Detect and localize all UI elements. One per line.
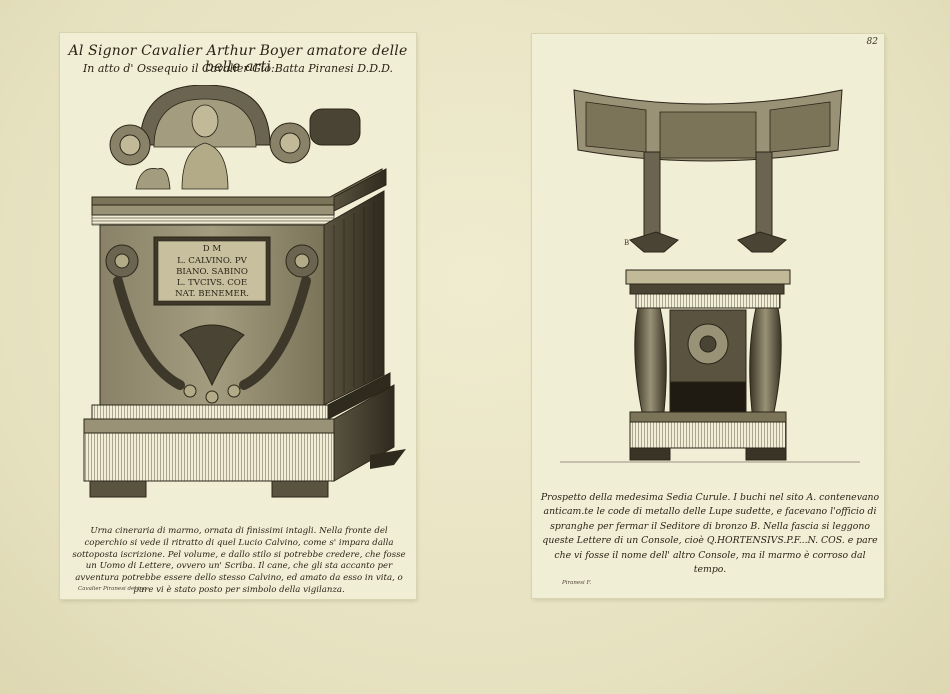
inscription-line-5: NAT. BENEMER. bbox=[175, 289, 249, 299]
dedication-line-2: In atto d' Ossequio il Cavalier Gio:Batt… bbox=[82, 62, 394, 75]
inscription-line-3: BIANO. SABINO bbox=[176, 267, 248, 277]
dedication-line-1: Al Signor Cavalier Arthur Boyer amatore … bbox=[68, 43, 408, 75]
right-plate-caption: Prospetto della medesima Sedia Curule. I… bbox=[540, 492, 880, 576]
right-plate: 82 B bbox=[532, 34, 884, 598]
left-plate-caption: Urna cineraria di marmo, ornata di finis… bbox=[72, 526, 406, 595]
inscription-line-2: L. CALVINO. PV bbox=[177, 256, 248, 266]
right-plate-signature: Piranesi F. bbox=[562, 580, 592, 586]
cinerary-urn-engraving: D M L. CALVINO. PV BIANO. SABINO L. TVCI… bbox=[83, 85, 406, 498]
letter-mark-b: B bbox=[624, 239, 630, 247]
inscription-line-4: L. TVCIVS. COE bbox=[177, 278, 247, 288]
left-plate: Al Signor Cavalier Arthur Boyer amatore … bbox=[60, 33, 416, 599]
curule-chair-engraving bbox=[560, 89, 860, 463]
plate-number: 82 bbox=[866, 37, 878, 47]
left-plate-signature: Cavalier Piranesi del.inc. bbox=[78, 586, 148, 592]
inscription-line-1: D M bbox=[203, 244, 222, 254]
